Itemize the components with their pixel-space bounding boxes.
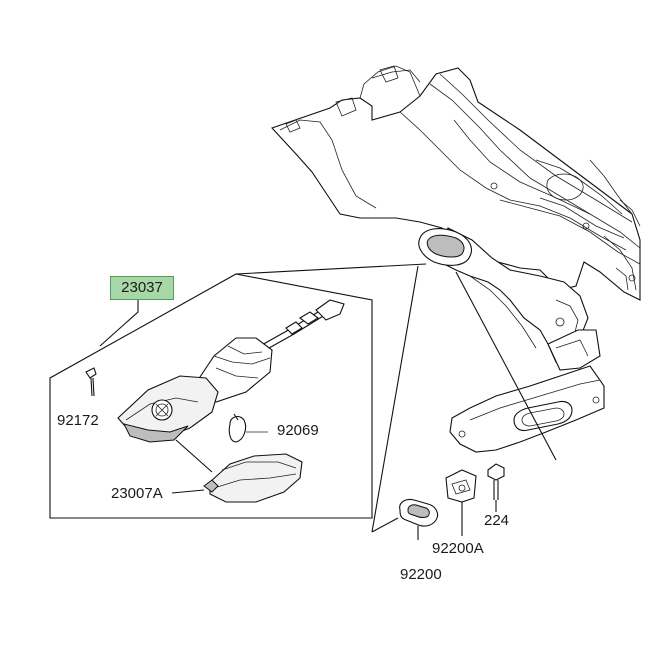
part-label-23007A: 23007A	[111, 485, 163, 502]
lower-bracket	[439, 227, 605, 453]
callout-lines	[235, 263, 557, 533]
part-label-92172: 92172	[57, 412, 99, 429]
turn-signal-assembly	[85, 299, 345, 503]
part-label-224: 224	[484, 512, 510, 529]
assembly-box	[49, 273, 373, 519]
part-label-92200: 92200	[400, 566, 442, 583]
part-label-92200A: 92200A	[432, 540, 484, 557]
small-parts	[399, 463, 505, 540]
rear-frame	[271, 65, 641, 301]
frame-grommet	[418, 228, 473, 266]
assembly-label-23037: 23037	[110, 276, 174, 300]
part-label-92069: 92069	[277, 422, 319, 439]
